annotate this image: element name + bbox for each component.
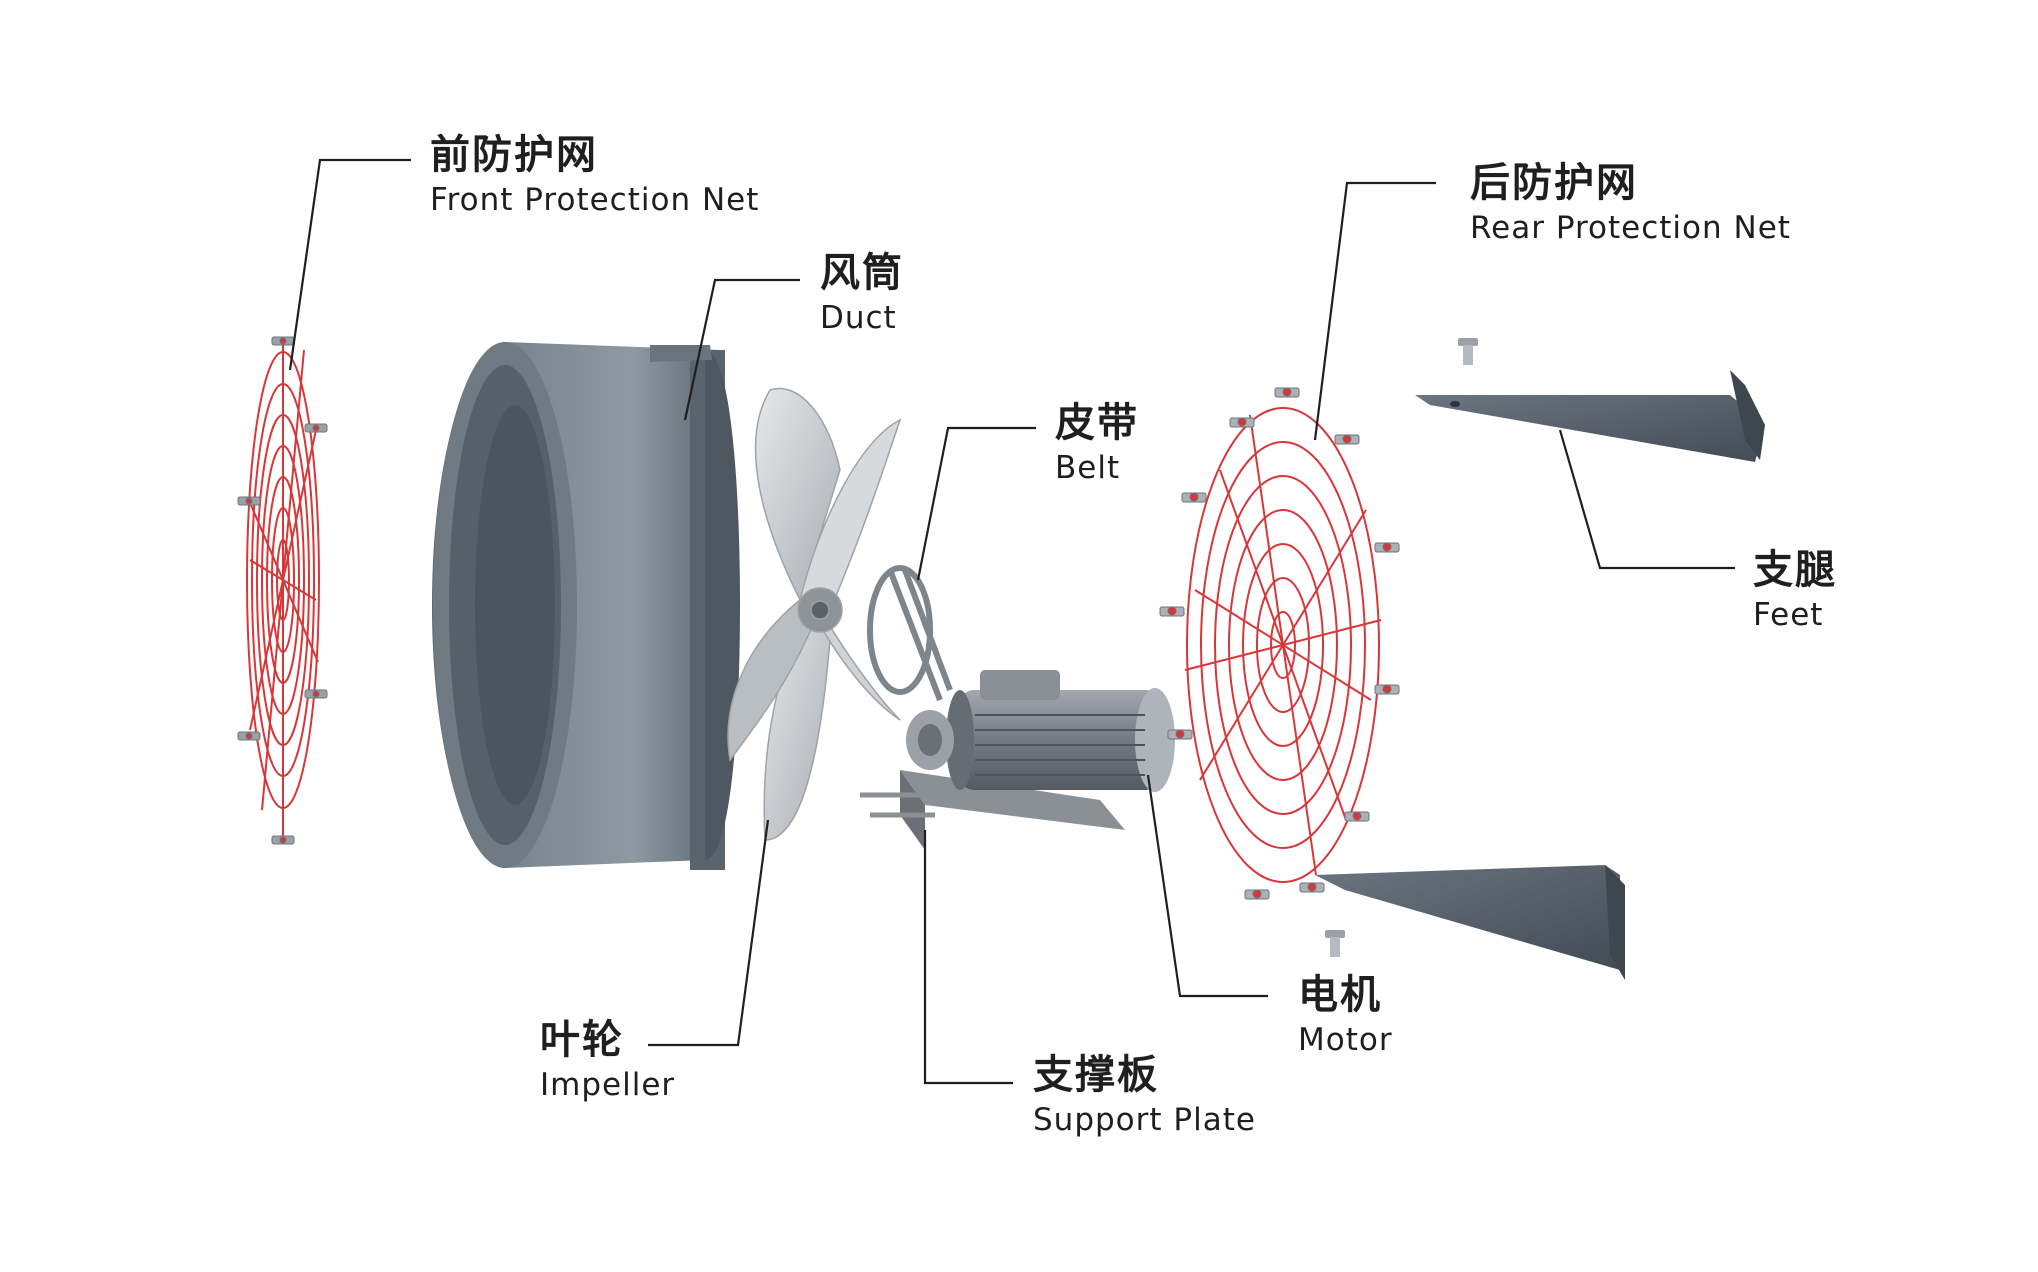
label-duct: 风筒 Duct: [820, 248, 904, 338]
belt: [867, 565, 953, 702]
label-impeller-en: Impeller: [540, 1067, 676, 1103]
motor: [906, 670, 1175, 792]
label-rear-protection-net-zh: 后防护网: [1470, 160, 1638, 206]
label-front-protection-net-en: Front Protection Net: [430, 182, 760, 218]
label-feet-en: Feet: [1753, 597, 1824, 633]
label-duct-en: Duct: [820, 300, 897, 336]
impeller: [727, 387, 902, 841]
front-net-bolts: [237, 336, 328, 845]
label-rear-protection-net: 后防护网 Rear Protection Net: [1470, 158, 1791, 248]
label-impeller: 叶轮 Impeller: [540, 1015, 675, 1105]
leader-front-net: [288, 158, 411, 371]
label-belt-zh: 皮带: [1055, 400, 1139, 446]
leader-lines: [288, 158, 1735, 1085]
rear-net-bolts: [1159, 387, 1400, 900]
leader-duct: [683, 278, 800, 421]
feet-upper: [1415, 370, 1765, 462]
leader-support-plate: [923, 830, 1013, 1085]
bolt-lower: [1325, 930, 1345, 957]
leader-belt: [916, 426, 1036, 581]
leader-motor: [1146, 774, 1268, 998]
leader-impeller: [648, 819, 770, 1047]
label-belt-en: Belt: [1055, 450, 1121, 486]
label-support-plate-en: Support Plate: [1033, 1102, 1256, 1138]
duct: [432, 342, 740, 870]
label-feet-zh: 支腿: [1753, 547, 1837, 593]
label-support-plate: 支撑板 Support Plate: [1033, 1050, 1256, 1140]
front-protection-net: [246, 340, 320, 840]
label-motor: 电机 Motor: [1298, 970, 1393, 1060]
label-front-protection-net: 前防护网 Front Protection Net: [430, 130, 759, 220]
bolt-upper: [1458, 338, 1478, 365]
label-belt: 皮带 Belt: [1055, 398, 1139, 488]
label-feet: 支腿 Feet: [1753, 545, 1837, 635]
label-impeller-zh: 叶轮: [540, 1017, 624, 1063]
label-rear-protection-net-en: Rear Protection Net: [1470, 210, 1791, 246]
rear-protection-net: [1184, 407, 1382, 883]
label-duct-zh: 风筒: [820, 250, 904, 296]
label-support-plate-zh: 支撑板: [1033, 1052, 1159, 1098]
label-motor-zh: 电机: [1298, 972, 1382, 1018]
leader-rear-net: [1313, 181, 1436, 441]
feet-lower: [1315, 865, 1625, 980]
label-motor-en: Motor: [1298, 1022, 1393, 1058]
leader-feet: [1558, 429, 1735, 570]
label-front-protection-net-zh: 前防护网: [430, 132, 598, 178]
